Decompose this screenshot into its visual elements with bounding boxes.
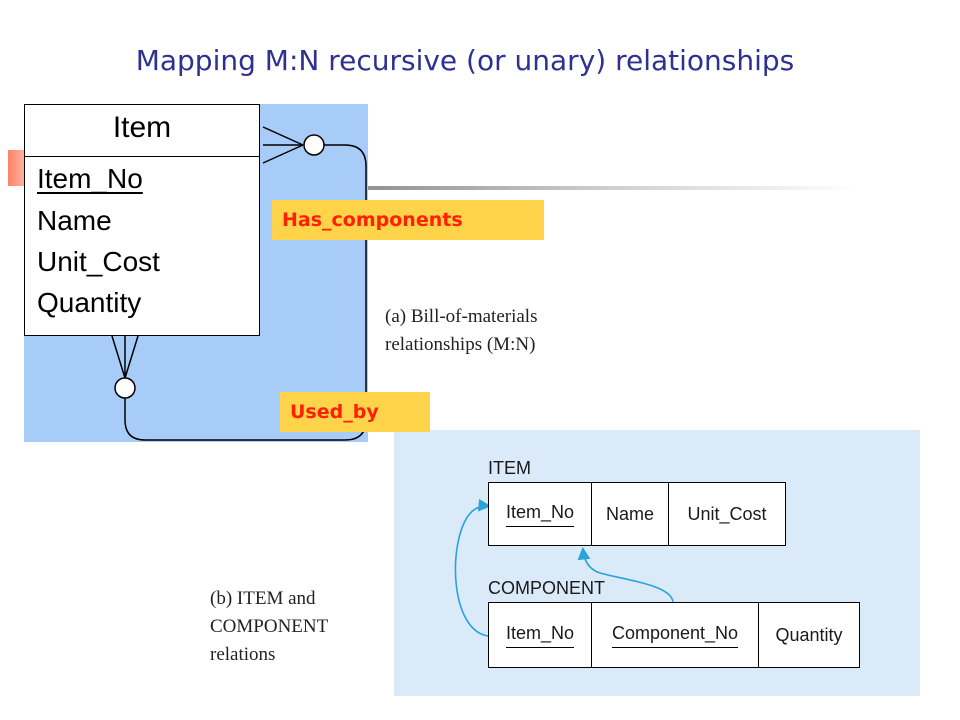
fk-arrow-component-no [577,546,674,604]
component-col-item-no: Item_No [488,602,592,668]
caption-a: (a) Bill-of-materials relationships (M:N… [385,303,537,359]
caption-b-line-3: relations [210,644,276,665]
col-name-label: Name [605,503,654,524]
component-col-component-no: Component_No [591,602,759,668]
relationship-used-by: Used_by [280,392,430,432]
item-col-item-no: Item_No [488,482,592,546]
entity-name: Item [112,111,172,144]
has-components-line [314,144,367,220]
table-row: Item_No Component_No Quantity [488,602,860,668]
caption-a-line-1: (a) Bill-of-materials [385,306,538,327]
table-row: Item_No Name Unit_Cost [488,482,786,546]
fk-arrow-item-no [454,498,492,637]
attribute-name: Name [37,205,112,236]
caption-b-line-1: (b) ITEM and [210,588,316,609]
item-col-unit-cost: Unit_Cost [668,482,786,546]
attribute-item-no: Item_No [37,163,143,194]
used-by-crowfoot [111,335,139,379]
pk-item-no: Item_No [505,623,575,648]
attribute-unit-cost: Unit_Cost [37,246,160,277]
relationship-has-components: Has_components [272,200,544,240]
item-col-name: Name [591,482,669,546]
item-relation-table: Item_No Name Unit_Cost [488,482,786,546]
used-by-optional-circle [114,377,136,399]
component-col-quantity: Quantity [758,602,860,668]
caption-b: (b) ITEM and COMPONENT relations [210,585,328,669]
pk-item-no: Item_No [505,502,575,527]
entity-separator [25,156,259,157]
has-components-optional-circle [303,134,325,156]
pk-component-no: Component_No [611,623,739,648]
item-relation-title: ITEM [488,458,531,478]
slide-title: Mapping M:N recursive (or unary) relatio… [135,44,795,77]
attribute-quantity: Quantity [37,287,142,318]
item-entity: Item Item_No Name Unit_Cost Quantity [24,104,260,336]
caption-a-line-2: relationships (M:N) [385,334,536,355]
caption-b-line-2: COMPONENT [210,616,329,637]
col-quantity-label: Quantity [775,624,843,645]
accent-bar [8,150,28,186]
component-relation-title: COMPONENT [488,578,605,598]
has-components-crowfoot [262,126,304,164]
divider-rule [360,186,860,190]
component-relation-table: Item_No Component_No Quantity [488,602,860,668]
col-unit-cost-label: Unit_Cost [687,503,767,524]
